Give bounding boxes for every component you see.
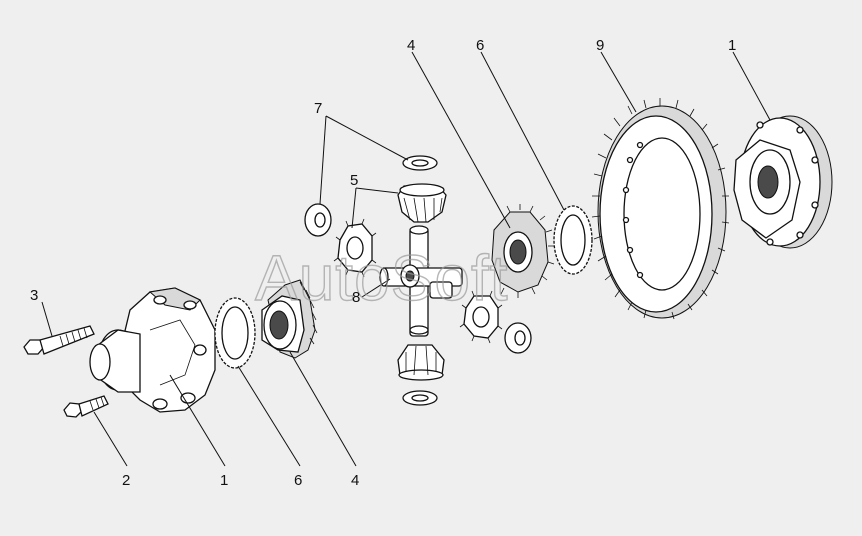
callout-1-right: 1 bbox=[728, 37, 736, 54]
side-gear-4-left bbox=[261, 279, 318, 359]
pinion-gear-bottom bbox=[397, 344, 445, 381]
bolt-3 bbox=[23, 325, 95, 355]
differential-case-left bbox=[89, 287, 216, 413]
pinion-gear-right bbox=[459, 290, 503, 344]
thrust-washer-6-right bbox=[553, 205, 593, 275]
leader-lines bbox=[41, 51, 771, 467]
callout-5: 5 bbox=[350, 172, 358, 189]
bolt-2 bbox=[63, 395, 109, 418]
pinion-washer-left bbox=[304, 203, 332, 237]
callout-4-top: 4 bbox=[407, 37, 415, 54]
callout-2: 2 bbox=[122, 472, 130, 489]
callout-6-bottom: 6 bbox=[294, 472, 302, 489]
thrust-washer-6-left bbox=[214, 297, 256, 369]
callout-9: 9 bbox=[596, 37, 604, 54]
pinion-washer-top bbox=[402, 155, 438, 171]
callout-4-bottom: 4 bbox=[351, 472, 359, 489]
watermark: AutoSoft bbox=[255, 242, 509, 314]
callout-7: 7 bbox=[314, 100, 322, 117]
differential-case-right bbox=[733, 115, 833, 249]
callout-labels: 3 2 1 6 4 8 7 5 4 6 9 1 bbox=[30, 37, 736, 489]
callout-1-left: 1 bbox=[220, 472, 228, 489]
pinion-washer-bottom bbox=[402, 390, 438, 406]
ring-gear-9 bbox=[591, 98, 730, 320]
pinion-washer-right bbox=[504, 322, 532, 354]
callout-3: 3 bbox=[30, 287, 38, 304]
cross-shaft-8 bbox=[379, 225, 463, 337]
callout-6-top: 6 bbox=[476, 37, 484, 54]
callout-8: 8 bbox=[352, 289, 360, 306]
pinion-gear-top bbox=[397, 183, 447, 223]
side-gear-4-right bbox=[491, 204, 555, 298]
